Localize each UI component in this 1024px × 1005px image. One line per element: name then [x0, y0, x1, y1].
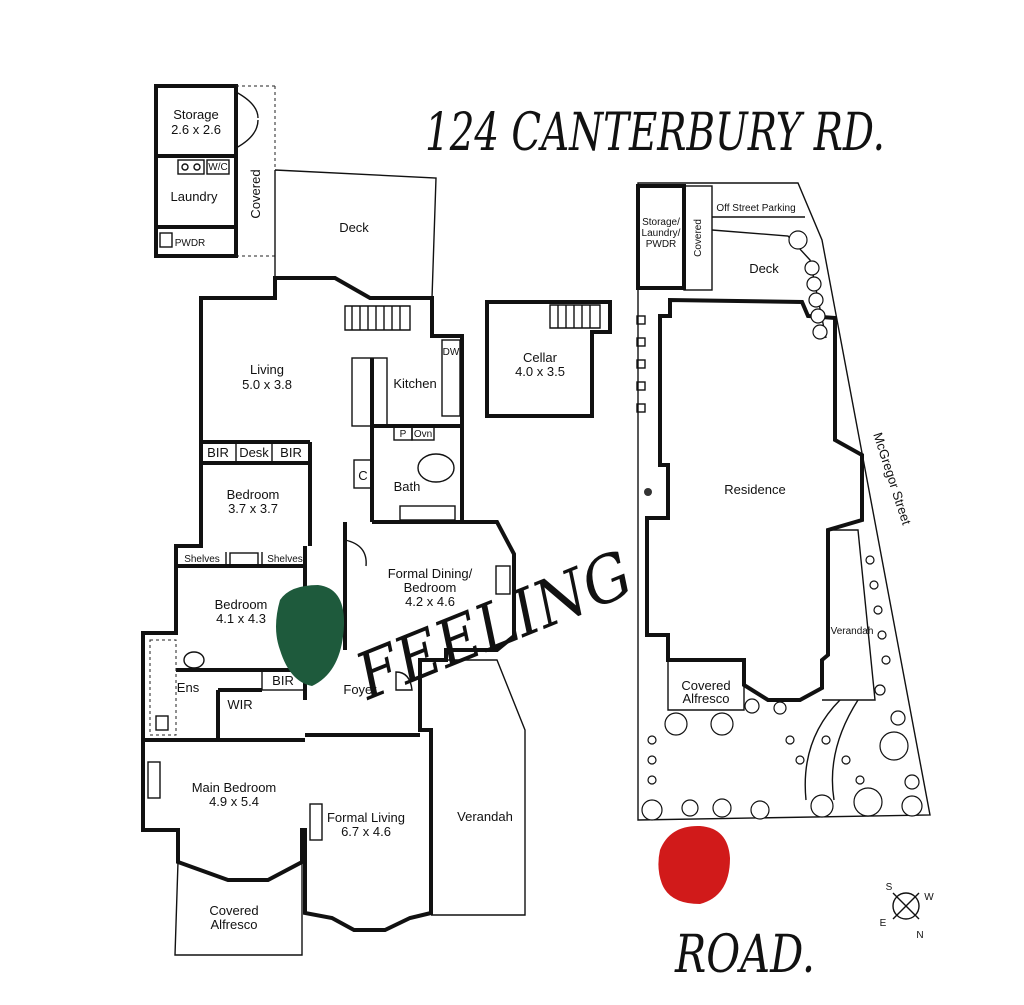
- outbuilding: Storage 2.6 x 2.6 Laundry W/C PWDR Cover…: [154, 84, 276, 300]
- desk-label: Desk: [239, 445, 269, 460]
- storage-outbuilding-label: Storage: [173, 107, 219, 122]
- site-windows: [636, 315, 652, 496]
- compass-w: W: [924, 892, 934, 903]
- living-label: Living: [250, 362, 284, 377]
- formal-living-size: 6.7 x 4.6: [341, 824, 391, 839]
- shelves-label-2: Shelves: [267, 554, 303, 565]
- garden-trees: [641, 230, 923, 821]
- house-floor-plan: Storage 2.6 x 2.6 Laundry W/C PWDR Cover…: [141, 84, 526, 956]
- bath-label: Bath: [394, 479, 421, 494]
- formal-dining-size: 4.2 x 4.6: [405, 594, 455, 609]
- kitchen-label: Kitchen: [393, 376, 436, 391]
- bir-label-1: BIR: [207, 445, 229, 460]
- house-outer-walls: [141, 276, 516, 932]
- compass-s: S: [886, 882, 893, 893]
- site-covered-label: Covered: [693, 219, 704, 257]
- address-handwriting: 124 CANTERBURY RD.: [425, 103, 885, 163]
- green-mark: [276, 585, 345, 686]
- site-storage-label-2: Laundry/: [642, 228, 681, 239]
- road-handwriting: ROAD.: [674, 925, 815, 985]
- compass-e: E: [880, 918, 887, 929]
- covered-walkway-label: Covered: [248, 169, 263, 218]
- storage-outbuilding-size: 2.6 x 2.6: [171, 122, 221, 137]
- wc-label: W/C: [208, 162, 227, 173]
- bir-label-2: BIR: [280, 445, 302, 460]
- site-covered-alfresco-label: Covered: [681, 678, 730, 693]
- main-bedroom-size: 4.9 x 5.4: [209, 794, 259, 809]
- site-storage-label-1: Storage/: [642, 217, 680, 228]
- oven-label: Ovn: [414, 429, 432, 440]
- site-deck-label: Deck: [749, 261, 779, 276]
- residence-label: Residence: [724, 482, 785, 497]
- site-verandah-label: Verandah: [831, 626, 874, 637]
- site-covered-alfresco-label-2: Alfresco: [683, 691, 730, 706]
- bedroom2-label: Bedroom: [215, 597, 268, 612]
- street-name-label: McGregor Street: [870, 431, 914, 527]
- cellar-label: Cellar: [523, 350, 558, 365]
- site-plan: Storage/ Laundry/ PWDR Covered Off Stree…: [636, 182, 931, 821]
- ens-label: Ens: [177, 680, 200, 695]
- compass-icon: S W E N: [880, 882, 935, 941]
- bedroom1-label: Bedroom: [227, 487, 280, 502]
- formal-dining-label-2: Bedroom: [404, 580, 457, 595]
- shelves-label-1: Shelves: [184, 554, 220, 565]
- covered-alfresco-label-2: Alfresco: [211, 917, 258, 932]
- pantry-label: P: [400, 429, 407, 440]
- bedroom2-size: 4.1 x 4.3: [216, 611, 266, 626]
- cellar-size: 4.0 x 3.5: [515, 364, 565, 379]
- pwdr-label: PWDR: [175, 238, 206, 249]
- off-street-parking-label: Off Street Parking: [716, 203, 795, 214]
- deck-outline: [274, 169, 437, 300]
- deck-label: Deck: [339, 220, 369, 235]
- laundry-label: Laundry: [171, 189, 218, 204]
- site-storage-label-3: PWDR: [646, 239, 677, 250]
- formal-living-label: Formal Living: [327, 810, 405, 825]
- compass-n: N: [916, 930, 923, 941]
- foyer-label: Foyer: [343, 682, 377, 697]
- cellar: Cellar 4.0 x 3.5: [485, 300, 612, 418]
- covered-alfresco-label: Covered: [209, 903, 258, 918]
- feeling-handwriting: FEELING: [345, 538, 642, 716]
- wir-label: WIR: [227, 697, 252, 712]
- main-bedroom-label: Main Bedroom: [192, 780, 277, 795]
- verandah-label: Verandah: [457, 809, 513, 824]
- residence-outline: [645, 297, 864, 702]
- formal-dining-label: Formal Dining/: [388, 566, 473, 581]
- bir-label-3: BIR: [272, 673, 294, 688]
- red-mark: [658, 825, 730, 904]
- cupboard-label: C: [358, 468, 367, 483]
- living-size: 5.0 x 3.8: [242, 377, 292, 392]
- bedroom1-size: 3.7 x 3.7: [228, 501, 278, 516]
- dishwasher-label: DW: [443, 347, 460, 358]
